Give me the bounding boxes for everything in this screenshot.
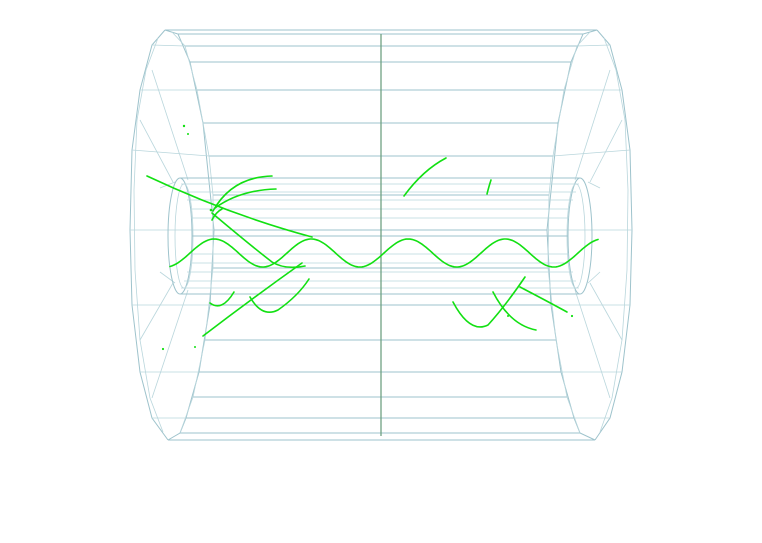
- track-left-curl: [249, 278, 310, 313]
- track-left-hook: [209, 291, 235, 307]
- track-left-arc-mid: [214, 188, 277, 209]
- track-right-upper: [403, 157, 447, 197]
- track-left-lower: [202, 262, 303, 337]
- helix-track: [169, 238, 599, 268]
- track-right-stub: [486, 179, 492, 195]
- track-right-curve: [492, 291, 537, 331]
- left-endcap: [129, 29, 215, 441]
- detector-hits: [161, 124, 574, 351]
- right-endcap: [546, 29, 633, 441]
- track-left-tiny: [211, 208, 223, 221]
- track-left-long: [146, 175, 313, 238]
- particle-tracks: [146, 157, 599, 337]
- track-left-arc-upper: [212, 175, 273, 212]
- track-right-diag: [519, 286, 568, 313]
- track-left-wave: [211, 212, 306, 269]
- track-right-lower-v: [452, 276, 526, 328]
- inner-tracker: [167, 177, 593, 295]
